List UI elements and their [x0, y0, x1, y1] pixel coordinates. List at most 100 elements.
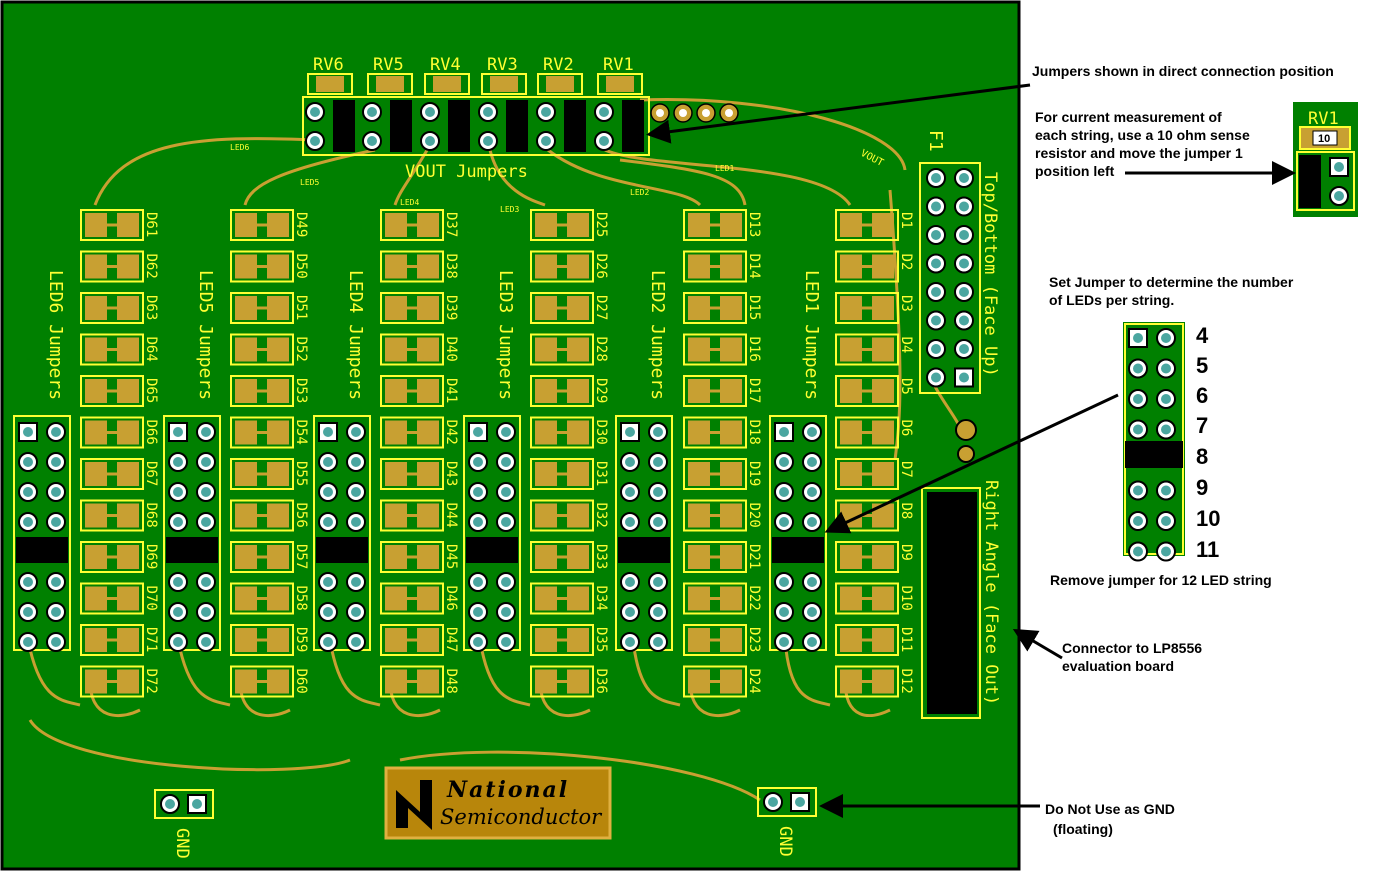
jumper-callout-header [1124, 323, 1184, 555]
led-pad-k [117, 337, 139, 362]
diode-label-D60: D60 [293, 669, 309, 694]
header-pin-hole [351, 457, 361, 467]
vout-jumper-shunt [448, 100, 470, 152]
led-pad-k [872, 337, 894, 362]
led-pad-k [417, 254, 439, 279]
gnd-pin-hole [795, 797, 805, 807]
led-outline [80, 499, 144, 532]
led-outline [80, 333, 144, 366]
led-pad-k [117, 586, 139, 611]
vout-pin-hole [367, 136, 377, 146]
led-pad-a [85, 379, 107, 403]
led-pad-a [85, 462, 107, 486]
trace-net-label: LED1 [715, 164, 734, 173]
led-outline [80, 624, 144, 656]
led-outline [683, 458, 747, 490]
led-pad-a [85, 628, 107, 652]
led-pad-a [535, 213, 557, 237]
f1-pin-hole [931, 315, 941, 326]
led-pad-k [720, 296, 742, 320]
header-pin-hole [51, 577, 61, 587]
led-pad-a [235, 462, 257, 486]
led-group-label: LED1 Jumpers [801, 270, 822, 400]
vout-pin-hole [425, 136, 435, 146]
trace-3 [488, 149, 546, 207]
led-outline [80, 458, 144, 490]
diode-label-D10: D10 [898, 586, 914, 611]
led-outline [530, 416, 594, 449]
led-pad-a [535, 669, 557, 694]
led-outline [530, 665, 594, 698]
current-measurement-note-3: resistor and move the jumper 1 [1035, 145, 1243, 161]
header-pin-hole [625, 607, 635, 617]
diode-label-D8: D8 [898, 503, 914, 520]
led-pad-k [567, 420, 589, 445]
led-outline [230, 458, 294, 490]
diode-label-D64: D64 [143, 337, 159, 362]
led-pad-k [117, 462, 139, 486]
led-pad-a [840, 379, 862, 403]
sense-resistor-value: 10 [1318, 133, 1330, 145]
header-pin-hole [473, 517, 483, 527]
pot-label: RV1 [603, 55, 634, 75]
led-outline [530, 582, 594, 615]
diode-label-D28: D28 [593, 337, 609, 362]
led-pad-k [720, 379, 742, 403]
f1-pin-hole [931, 344, 941, 354]
diode-label-D35: D35 [593, 627, 609, 652]
led-pad-a [385, 254, 407, 279]
diode-label-D69: D69 [143, 544, 159, 569]
diode-label-D13: D13 [746, 212, 762, 237]
f1-pin-hole [931, 201, 941, 212]
led-pad-a [688, 503, 710, 528]
led-outline [380, 416, 444, 449]
header-pin-hole [51, 637, 61, 647]
diode-label-D33: D33 [593, 544, 609, 569]
logo-semiconductor-text: Semiconductor [440, 805, 603, 829]
test-point-hole [679, 109, 687, 117]
led-pad-a [385, 337, 407, 362]
header-pin-hole [323, 457, 333, 467]
trace-18 [631, 639, 681, 707]
led-pad-k [417, 503, 439, 528]
header-pin-hole [323, 637, 333, 647]
led-pad-a [235, 254, 257, 279]
header-pin-hole [473, 637, 483, 647]
led-outline [380, 458, 444, 490]
trace-net-label: LED6 [230, 143, 249, 152]
vout-pin-hole [310, 136, 320, 146]
f1-pin-hole [959, 201, 969, 212]
led-pad-k [267, 586, 289, 611]
led-pad-k [872, 669, 894, 694]
vout-jumper-shunt [564, 100, 586, 152]
led-pad-a [840, 586, 862, 611]
rv1-callout-pin-hole [1334, 162, 1344, 172]
led-pad-k [117, 420, 139, 445]
jumper-callout-pin-hole [1161, 394, 1171, 404]
pot-body [490, 76, 518, 92]
led-count-9: 9 [1196, 475, 1209, 500]
led-jumper-shunt [772, 537, 824, 563]
diode-label-D65: D65 [143, 378, 159, 403]
gnd-outline [757, 787, 817, 817]
header-pin-hole [779, 487, 789, 497]
header-pin-hole [351, 427, 361, 437]
led-outline [683, 582, 747, 615]
jumper-callout-pin-hole [1133, 516, 1143, 526]
led-pad-a [235, 586, 257, 611]
led-jumper-shunt [618, 537, 670, 563]
f1-pin-hole [931, 372, 941, 383]
diode-label-D56: D56 [293, 503, 309, 528]
connector-f1-outline [919, 162, 981, 394]
header-pin-hole [501, 607, 511, 617]
led-group-label: LED6 Jumpers [45, 270, 66, 400]
jumper-callout-pin-hole [1133, 363, 1143, 374]
gnd-pin-hole [768, 797, 778, 807]
pot-outline [424, 73, 470, 95]
led-pad-k [267, 545, 289, 569]
led-jumper-header-outline [615, 415, 673, 651]
led-group-label: LED4 Jumpers [345, 270, 366, 400]
diode-label-D21: D21 [746, 544, 762, 569]
led-pad-k [872, 296, 894, 320]
led-outline [683, 499, 747, 532]
